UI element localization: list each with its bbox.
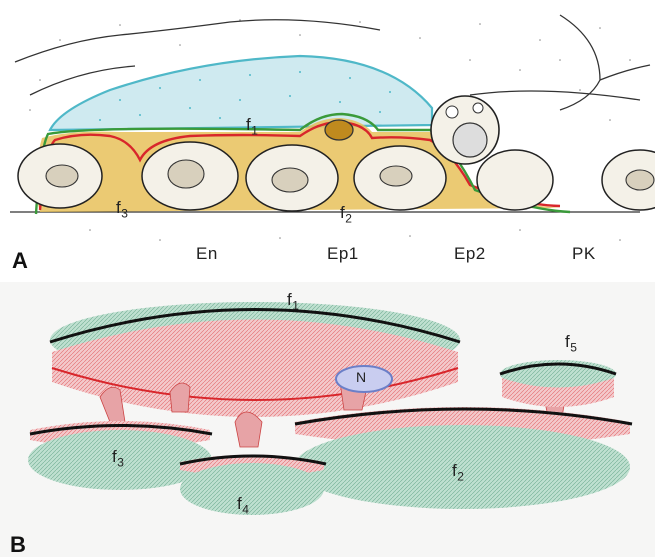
- label-pk: PK: [572, 244, 596, 264]
- label-f3-b: f3: [112, 447, 124, 469]
- ep1-nucleus: [325, 120, 353, 140]
- panel-b: f1 f5 f3 f2 f4 N B: [0, 282, 655, 557]
- panel-a: f1 f2 f3 En Ep1 Ep2 PK A: [0, 0, 655, 280]
- label-f1-a: f1: [246, 115, 258, 137]
- label-ep2: Ep2: [454, 244, 486, 264]
- panel-letter-a: A: [12, 248, 28, 274]
- label-ep1: Ep1: [327, 244, 359, 264]
- disc-f4: [180, 455, 326, 516]
- label-f3-a: f3: [116, 198, 128, 220]
- label-nucleus: N: [356, 369, 367, 385]
- capillary-lumen: [50, 56, 432, 130]
- panel-b-drawing: [0, 282, 655, 557]
- disc-f2: [294, 407, 632, 509]
- panel-a-drawing: [0, 0, 655, 280]
- label-f2-b: f2: [452, 461, 464, 483]
- label-f2-a: f2: [340, 203, 352, 225]
- panel-letter-b: B: [10, 532, 26, 557]
- label-f5-b: f5: [565, 332, 577, 354]
- label-f1-b: f1: [287, 290, 299, 312]
- disc-f5: [500, 360, 616, 407]
- label-en: En: [196, 244, 218, 264]
- label-f4-b: f4: [237, 494, 249, 516]
